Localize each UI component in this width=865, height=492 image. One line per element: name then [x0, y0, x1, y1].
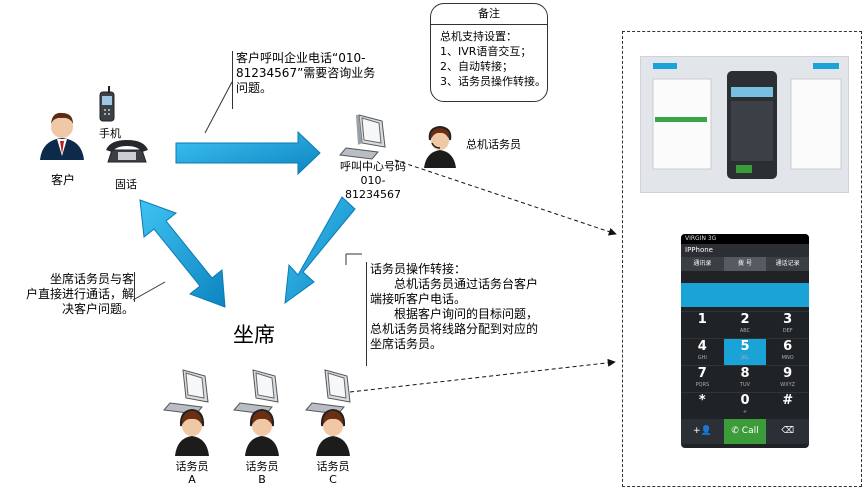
- arrow-center-to-seat: [284, 196, 356, 305]
- agent-a-computer-icon: [163, 369, 209, 415]
- keypad-digit: 3: [783, 312, 793, 327]
- keypad-digit: 4: [697, 339, 707, 354]
- seat-label: 坐席: [233, 323, 275, 347]
- phone-app-title: IPPhone: [681, 244, 809, 257]
- phone-tab-history[interactable]: 通话记录: [775, 260, 800, 267]
- keypad-digit: 0: [740, 393, 750, 408]
- agent-b-label: 话务员 B: [245, 460, 279, 486]
- add-contact-icon[interactable]: +👤: [681, 419, 724, 444]
- callcenter-computer-icon: [339, 114, 386, 160]
- agent-c-headset-icon: [316, 408, 350, 456]
- keypad-digit: 9: [783, 366, 793, 381]
- phone-number-display: [681, 283, 809, 307]
- keypad-letters: MNO: [781, 355, 794, 361]
- transfer-title: 话务员操作转接：: [370, 262, 467, 276]
- agent-c-computer-icon: [305, 369, 351, 415]
- note-title: 备注: [431, 4, 547, 25]
- seat-note-bracket: [133, 272, 135, 302]
- keypad-letters: WXYZ: [780, 382, 796, 388]
- customer-label: 客户: [50, 173, 75, 187]
- keypad-key[interactable]: *: [681, 392, 724, 419]
- client-panel: [622, 31, 862, 487]
- arrow-customer-seat-double: [139, 199, 226, 308]
- note-lines: 总机支持设置： 1、IVR语音交互； 2、自动转接； 3、话务员操作转接。: [440, 30, 546, 88]
- phone-actions: +👤 ✆ Call ⌫: [681, 419, 809, 444]
- operator-label: 总机话务员: [466, 138, 521, 151]
- transfer-callout: 话务员操作转接： 总机话务员通过话务台客户 端接听客户电话。 根据客户询问的目标…: [366, 262, 570, 366]
- keypad-key[interactable]: 0+: [723, 392, 767, 419]
- keypad-letters: JKL: [741, 355, 749, 361]
- keypad-key[interactable]: 1: [681, 311, 724, 338]
- keypad-letters: PQRS: [695, 382, 710, 388]
- keypad-letters: TUV: [739, 382, 751, 388]
- desktop-client-graphic: [641, 57, 848, 192]
- callout-line-seat: [132, 281, 166, 301]
- landline-label: 固话: [115, 178, 137, 191]
- keypad-digit: 7: [697, 366, 707, 381]
- keypad-digit: 2: [740, 312, 750, 327]
- keypad-digit: 5: [740, 339, 750, 354]
- keypad-letters: ABC: [739, 328, 751, 334]
- phone-status-bar: VIRGIN 3G: [681, 234, 809, 244]
- keypad-letters: +: [742, 409, 748, 415]
- keypad-digit: *: [698, 393, 706, 408]
- agent-c-label: 话务员 C: [316, 460, 350, 486]
- customer-person-icon: [40, 112, 84, 160]
- keypad-key[interactable]: #: [766, 392, 809, 419]
- keypad-digit: 1: [697, 312, 707, 327]
- phone-tab-contacts[interactable]: 通讯录: [693, 260, 712, 267]
- operator-headset-icon: [424, 125, 456, 168]
- phone-tab-dial[interactable]: 拨 号: [723, 257, 767, 271]
- keypad-digit: 8: [740, 366, 750, 381]
- call-button[interactable]: ✆ Call: [723, 419, 767, 444]
- desktop-client-screenshot: [640, 56, 849, 193]
- agent-b-computer-icon: [233, 369, 279, 415]
- keypad-digit: 6: [783, 339, 793, 354]
- customer-call-text: 客户呼叫企业电话“010- 81234567”需要咨询业务 问题。: [236, 51, 376, 95]
- callout-line-customer: [204, 81, 233, 134]
- seat-note-text: 坐席话务员与客 户直接进行通话，解 决客户问题。: [25, 272, 134, 316]
- dashed-arrow-agent-to-panel: [349, 358, 616, 393]
- keypad-letters: GHI: [697, 355, 707, 361]
- arrow-customer-to-center: [175, 130, 321, 176]
- callcenter-number-label: 呼叫中心号码 010- 81234567: [340, 160, 406, 201]
- call-button-label: Call: [741, 426, 759, 436]
- backspace-icon[interactable]: ⌫: [766, 419, 809, 444]
- keypad-letters: DEF: [782, 328, 793, 334]
- agent-b-headset-icon: [245, 408, 279, 456]
- phone-tabs: 通讯录 拨 号 通话记录: [681, 257, 809, 271]
- transfer-body: 总机话务员通过话务台客户 端接听客户电话。 根据客户询问的目标问题， 总机话务员…: [370, 277, 539, 351]
- mobile-label: 手机: [99, 127, 121, 140]
- keypad-digit: #: [782, 393, 794, 408]
- note-box: 备注 总机支持设置： 1、IVR语音交互； 2、自动转接； 3、话务员操作转接。: [430, 3, 548, 102]
- landline-phone-icon: [106, 140, 148, 163]
- dashed-arrow-operator-to-panel: [394, 159, 617, 236]
- customer-call-callout: 客户呼叫企业电话“010- 81234567”需要咨询业务 问题。: [232, 51, 396, 109]
- agent-a-headset-icon: [175, 408, 209, 456]
- agent-a-label: 话务员 A: [175, 460, 209, 486]
- mobile-phone-icon: [99, 86, 115, 122]
